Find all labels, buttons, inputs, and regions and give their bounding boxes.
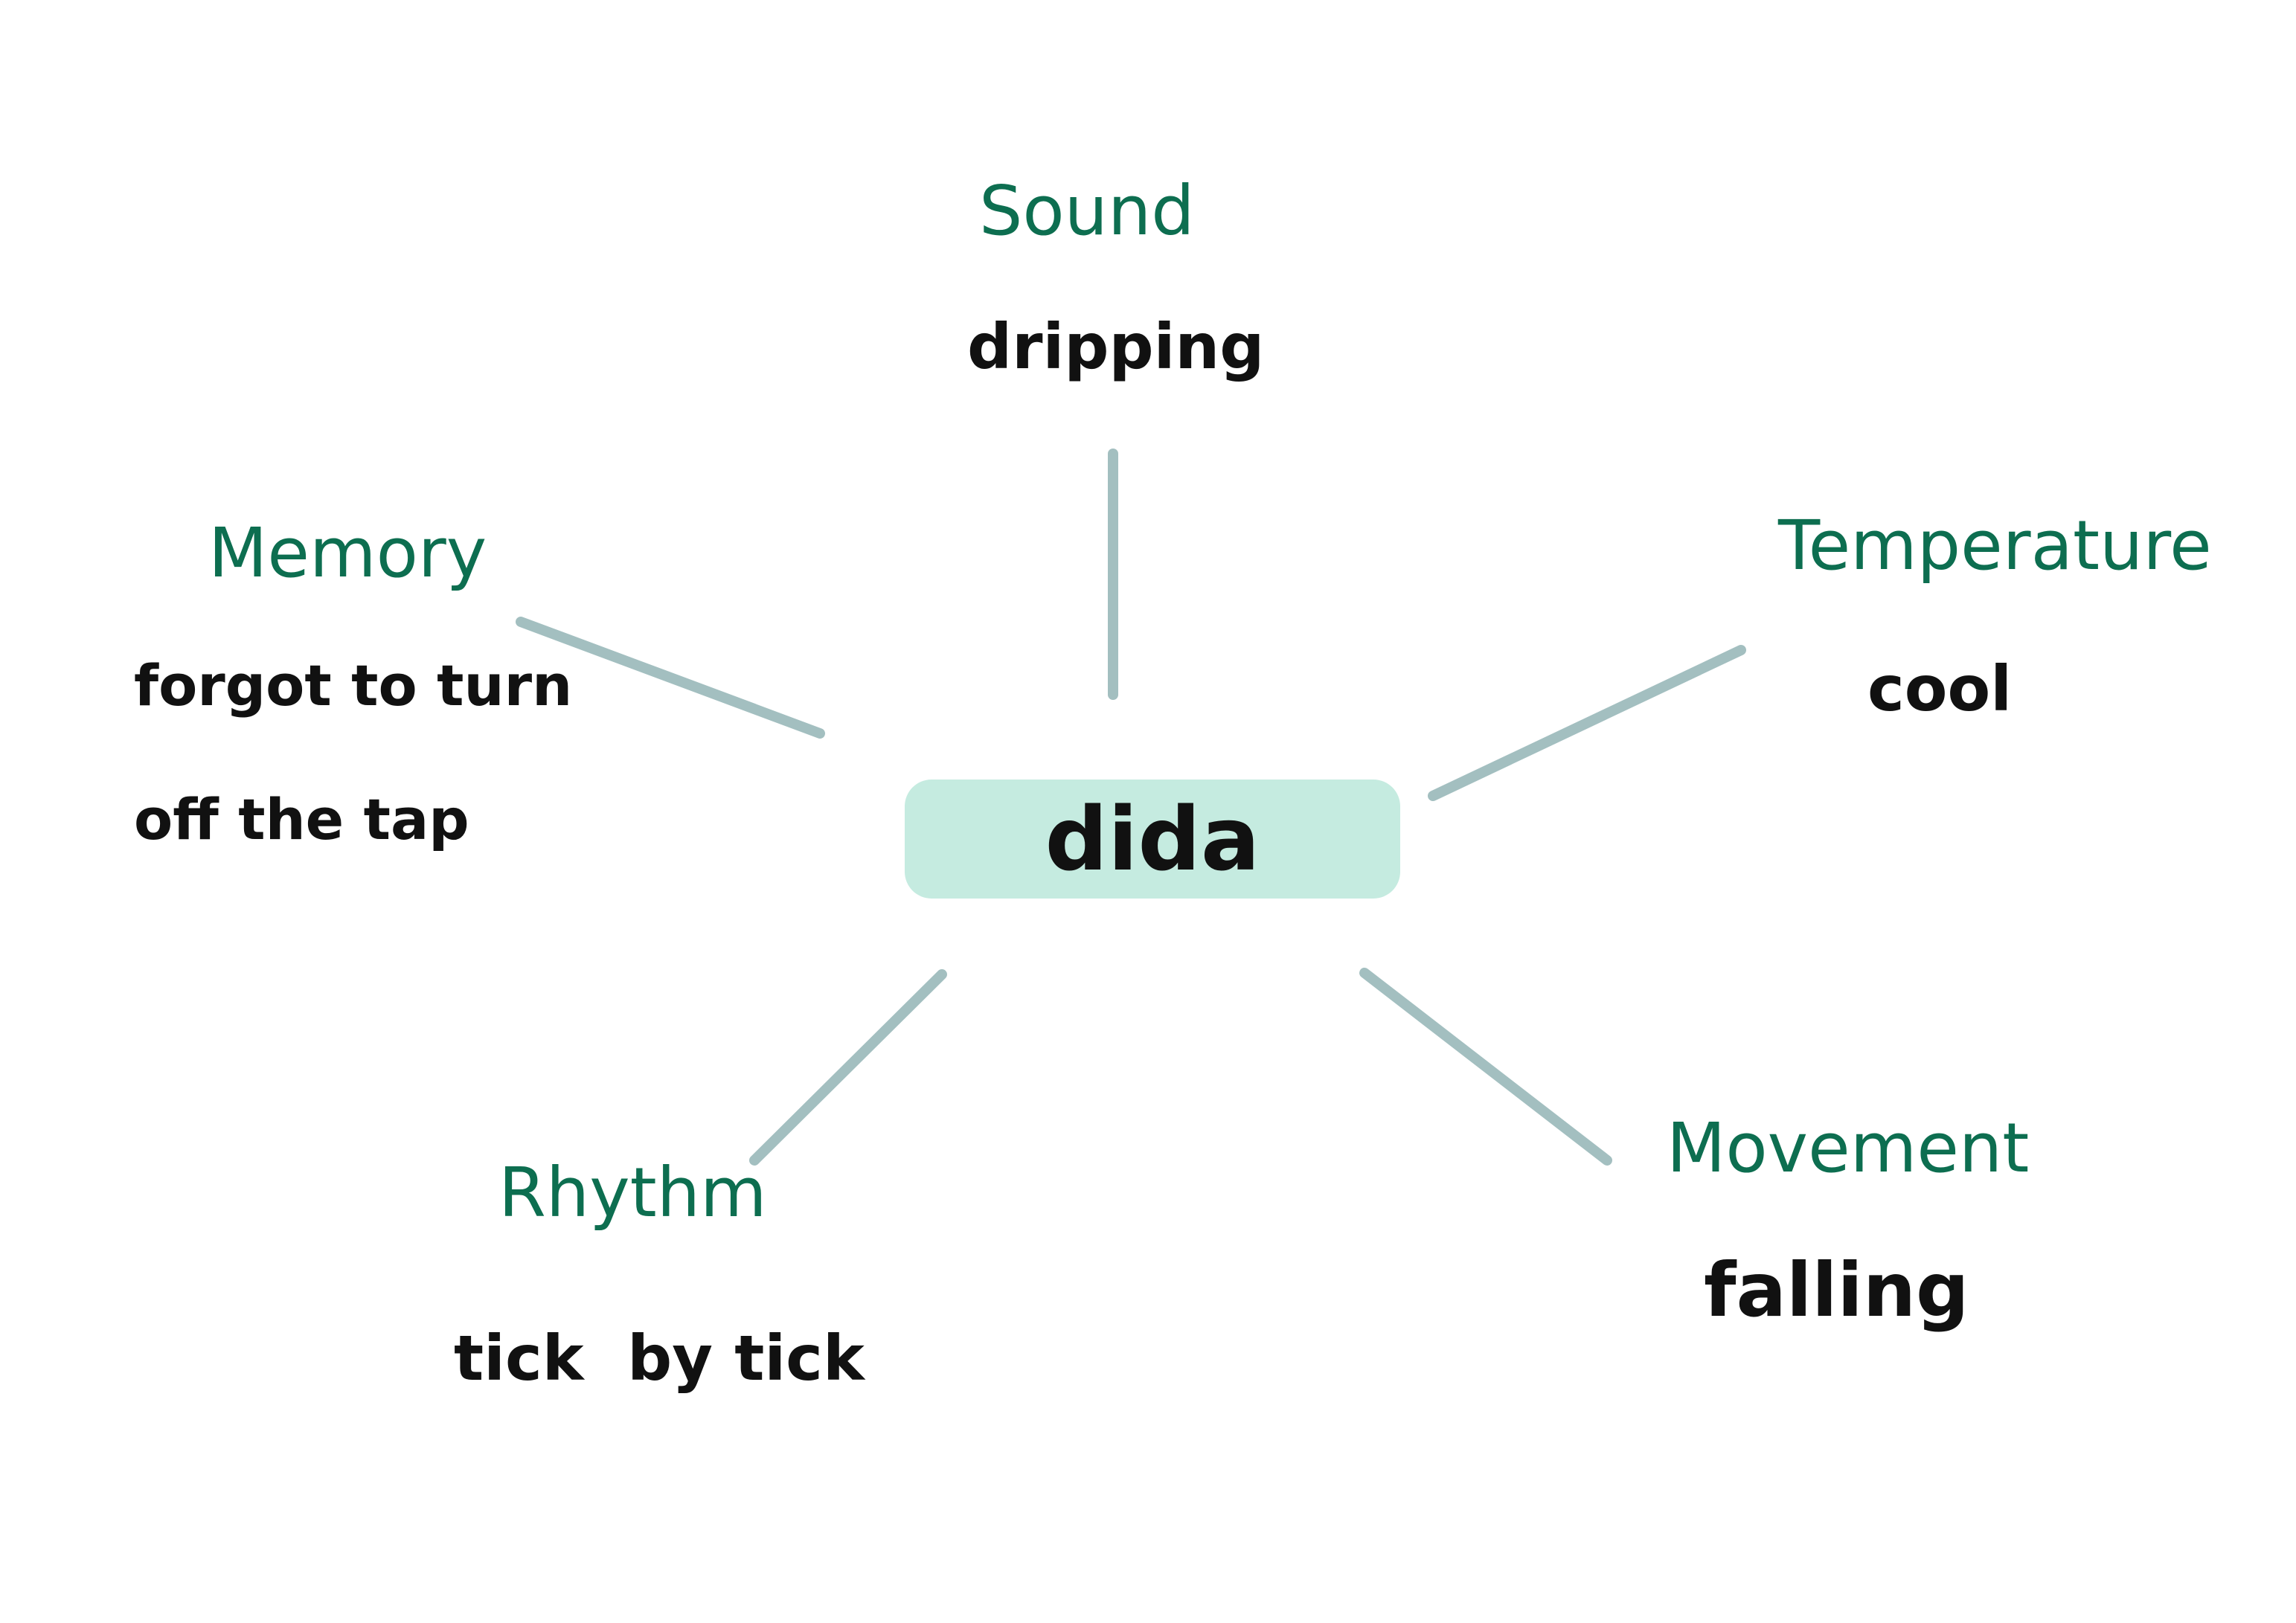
value-movement: falling <box>1704 1247 1969 1334</box>
value-sound: dripping <box>967 310 1265 383</box>
category-rhythm: Rhythm <box>498 1153 767 1232</box>
central-node-label: dida <box>1045 788 1260 890</box>
category-temperature: Temperature <box>1778 506 2212 585</box>
connector-temperature <box>1428 645 1746 801</box>
value-memory-line-2: off the tap <box>134 786 469 852</box>
connector-rhythm <box>749 969 947 1166</box>
connector-memory <box>516 617 825 739</box>
category-sound: Sound <box>979 171 1195 251</box>
value-rhythm: tick by tick <box>454 1322 865 1395</box>
category-movement: Movement <box>1667 1108 2030 1188</box>
connector-movement <box>1359 968 1612 1166</box>
category-memory: Memory <box>208 513 487 593</box>
value-memory-line-1: forgot to turn <box>134 652 573 719</box>
central-node: dida <box>905 780 1400 899</box>
value-temperature: cool <box>1867 652 2013 725</box>
